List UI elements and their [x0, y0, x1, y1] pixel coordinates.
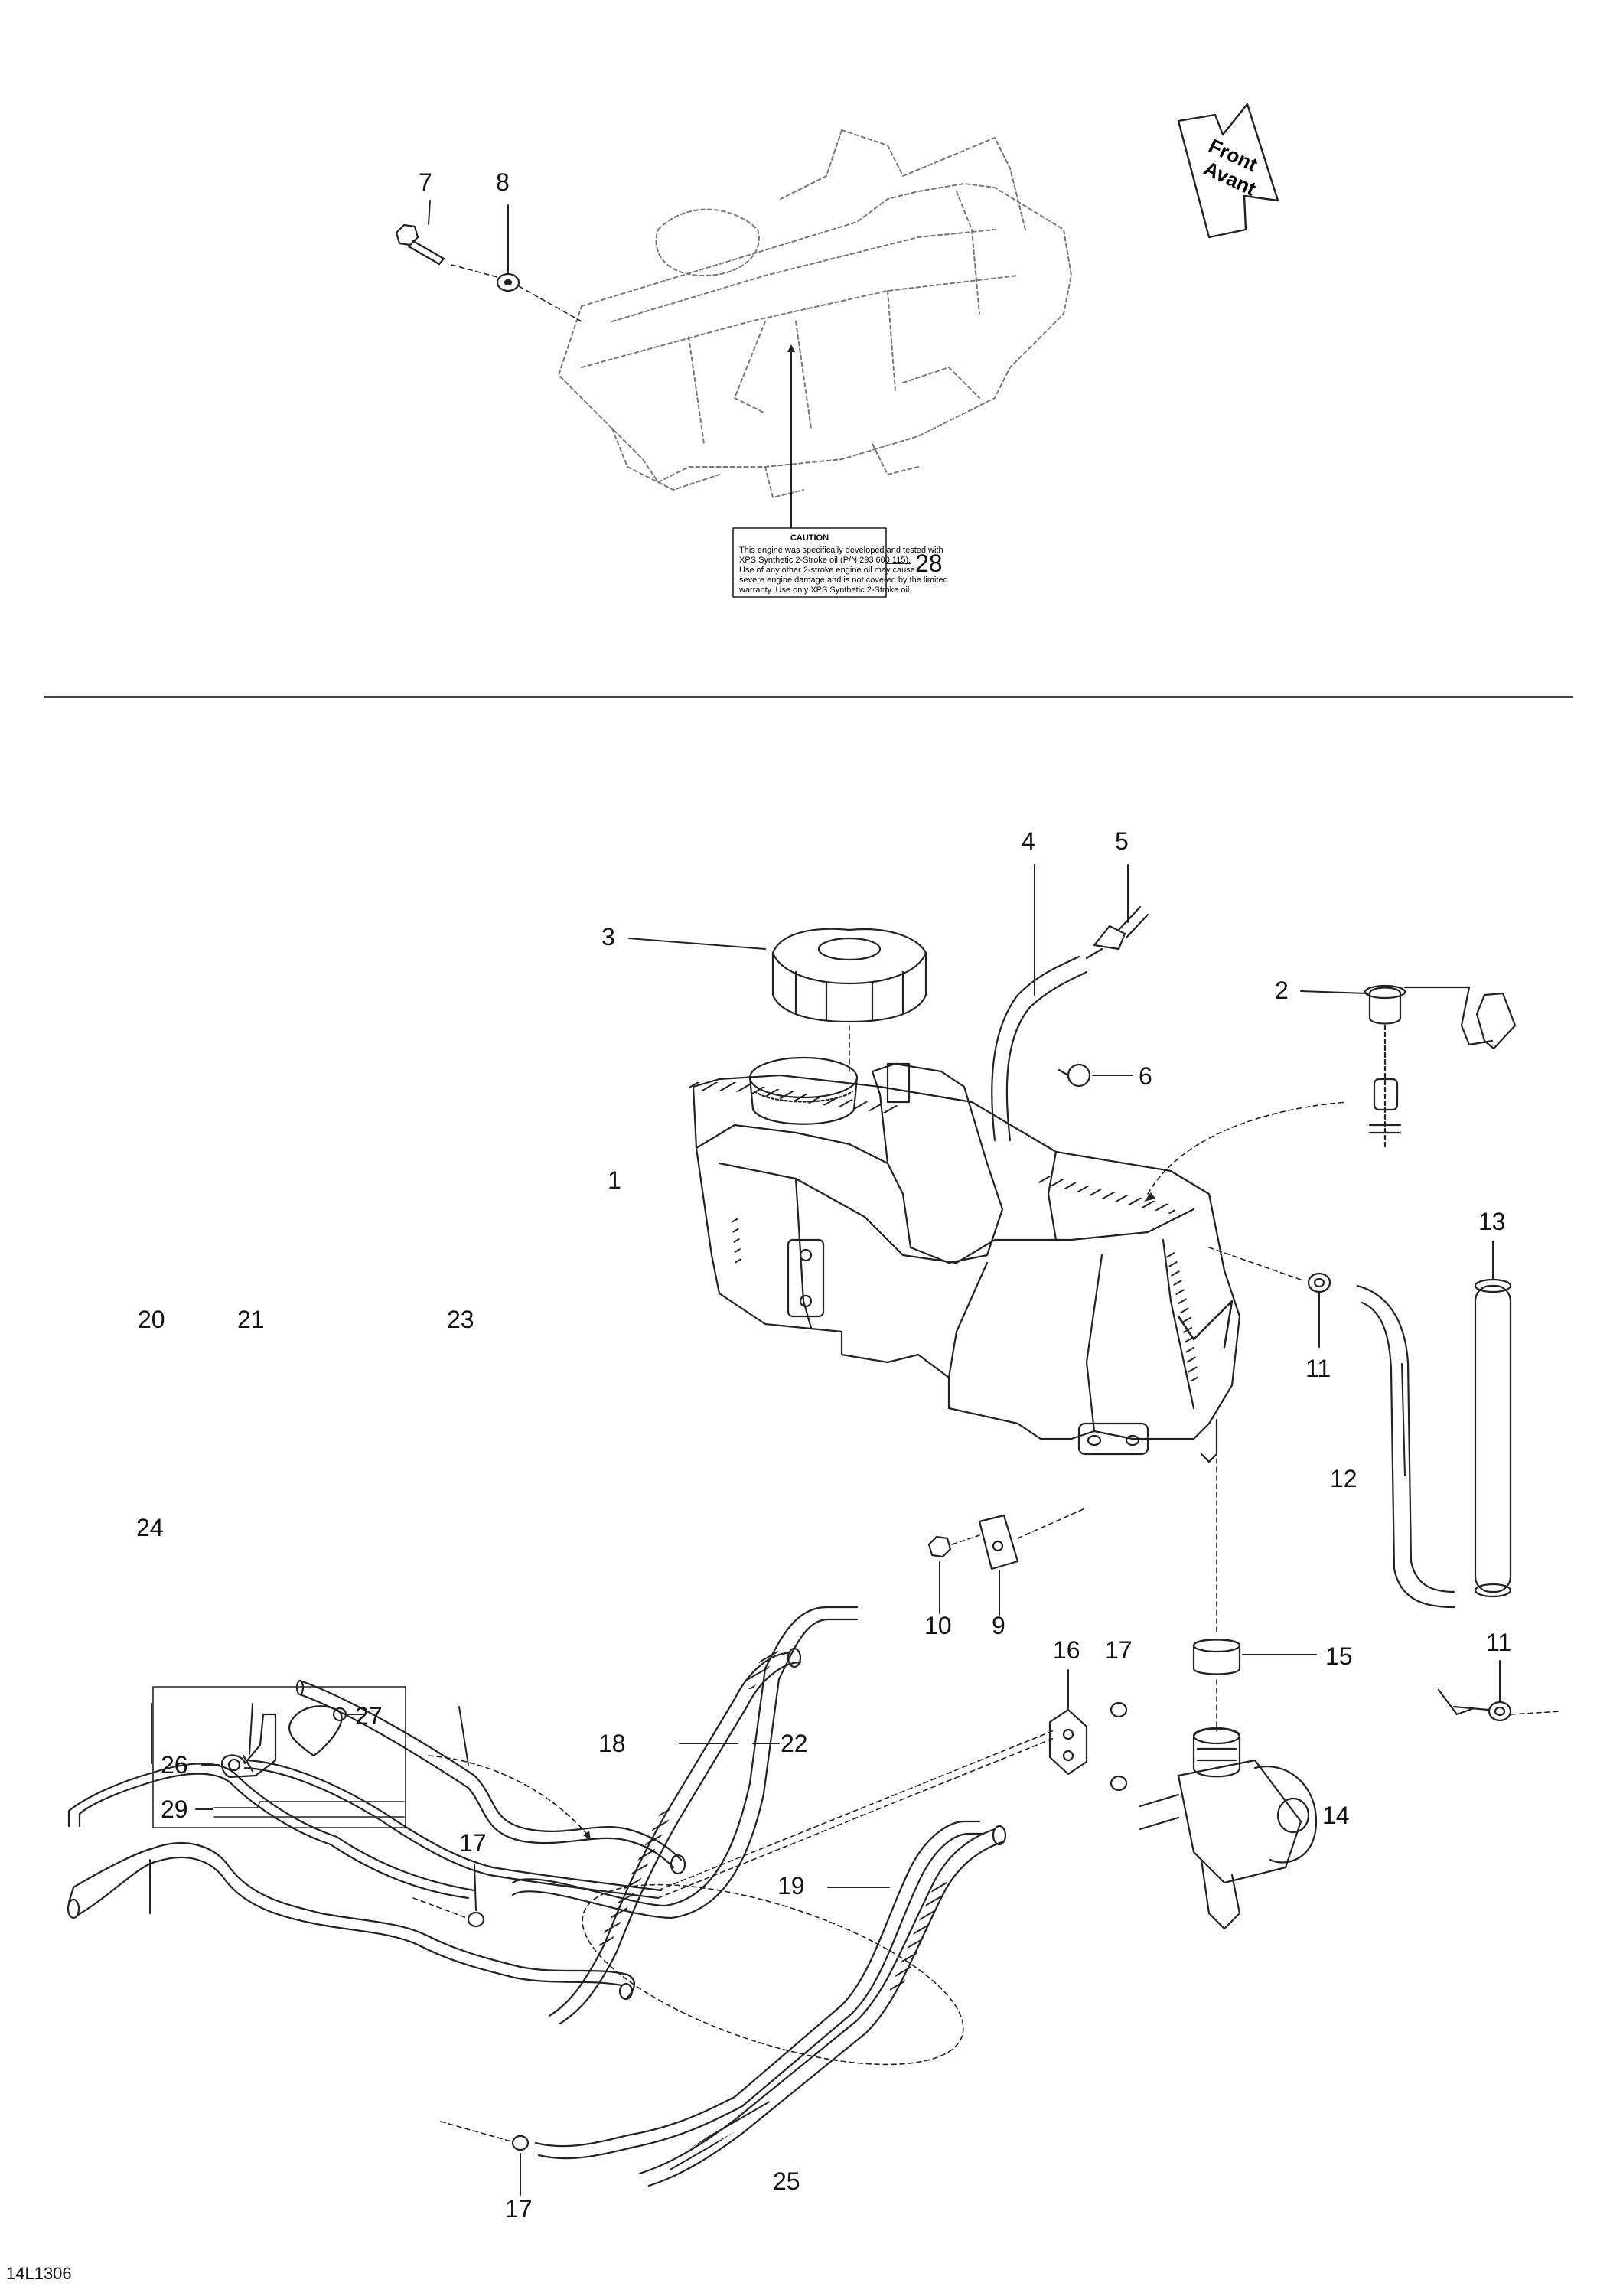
hose-21 [242, 1754, 663, 1900]
callout-13: 13 [1478, 1208, 1506, 1235]
kit-box [152, 1686, 406, 1828]
front-arrow-icon [1177, 103, 1279, 239]
callout-4: 4 [1022, 827, 1035, 855]
chassis-assembly [558, 129, 1072, 498]
caution-line-3: Use of any other 2-stroke engine oil may… [739, 566, 915, 575]
caution-line-5: warranty. Use only XPS Synthetic 2-Strok… [738, 585, 911, 595]
callout-19: 19 [777, 1872, 805, 1900]
callout-14: 14 [1322, 1802, 1350, 1829]
hose-23 [295, 1679, 686, 1875]
callout-10: 10 [924, 1612, 952, 1639]
callout-28: 28 [915, 550, 943, 577]
callout-15: 15 [1325, 1642, 1353, 1670]
hose-19 [534, 1820, 984, 2160]
hose-12 [1356, 1284, 1455, 1609]
callout-17-upper: 17 [1105, 1636, 1133, 1664]
level-sensor-2 [1364, 984, 1517, 1150]
spring-clamp-15-icon [1192, 1638, 1241, 1675]
callout-16: 16 [1053, 1636, 1080, 1664]
callout-8: 8 [496, 168, 510, 196]
callout-7: 7 [419, 168, 432, 196]
clip-6-icon [1058, 1063, 1091, 1088]
caution-label-28 [732, 527, 911, 598]
callout-6: 6 [1139, 1062, 1152, 1090]
diagram-id: 14L1306 [6, 2264, 72, 2283]
caution-heading: CAUTION [790, 533, 829, 543]
bracket-16 [1048, 1708, 1088, 1776]
callout-1: 1 [608, 1166, 621, 1194]
callout-23: 23 [447, 1306, 474, 1333]
callout-22: 22 [781, 1730, 808, 1757]
callout-9: 9 [992, 1612, 1005, 1639]
callout-11-lower: 11 [1486, 1629, 1512, 1656]
callout-29: 29 [161, 1795, 188, 1823]
bolt-10-icon [927, 1535, 952, 1558]
callout-25: 25 [773, 2167, 800, 2195]
vent-tube-4 [991, 955, 1088, 1142]
callout-2: 2 [1275, 977, 1289, 1004]
callout-17-middle: 17 [459, 1829, 487, 1857]
oil-pump-14 [1139, 1727, 1318, 1930]
callout-26: 26 [161, 1751, 188, 1779]
hose-25 [638, 1825, 1007, 2187]
vent-fitting-5 [1085, 905, 1149, 960]
oil-tank-1 [689, 1056, 1241, 1463]
hose-18 [511, 1606, 859, 1919]
caution-line-1: This engine was specifically developed a… [739, 546, 943, 555]
callout-3: 3 [601, 923, 615, 951]
hose-20 [67, 1763, 476, 1900]
clamp-11-upper-icon [1307, 1272, 1331, 1293]
callout-11-upper: 11 [1305, 1355, 1331, 1382]
callout-20: 20 [138, 1306, 165, 1333]
fitting-17-icon [1110, 1701, 1128, 1792]
callout-17-lower: 17 [505, 2195, 533, 2223]
hose-22 [548, 1647, 802, 2025]
hose-24 [67, 1842, 635, 2001]
tank-cap-3 [771, 928, 927, 1023]
fitting-17-lower-icons [467, 1911, 530, 2151]
caution-line-4: severe engine damage and is not covered … [739, 576, 948, 585]
screw-7-icon [395, 223, 445, 266]
callout-5: 5 [1115, 827, 1129, 855]
hose-13 [1474, 1278, 1512, 1598]
plate-9-icon [978, 1514, 1019, 1570]
clamp-11-lower-icon [1452, 1701, 1562, 1722]
caution-line-2: XPS Synthetic 2-Stroke oil (P/N 293 600 … [739, 556, 911, 565]
callout-24: 24 [136, 1514, 164, 1541]
section-divider [44, 696, 1573, 698]
callout-21: 21 [237, 1306, 265, 1333]
callout-18: 18 [598, 1730, 626, 1757]
washer-8-icon [496, 272, 520, 292]
callout-12: 12 [1330, 1465, 1357, 1492]
callout-27: 27 [355, 1702, 383, 1730]
